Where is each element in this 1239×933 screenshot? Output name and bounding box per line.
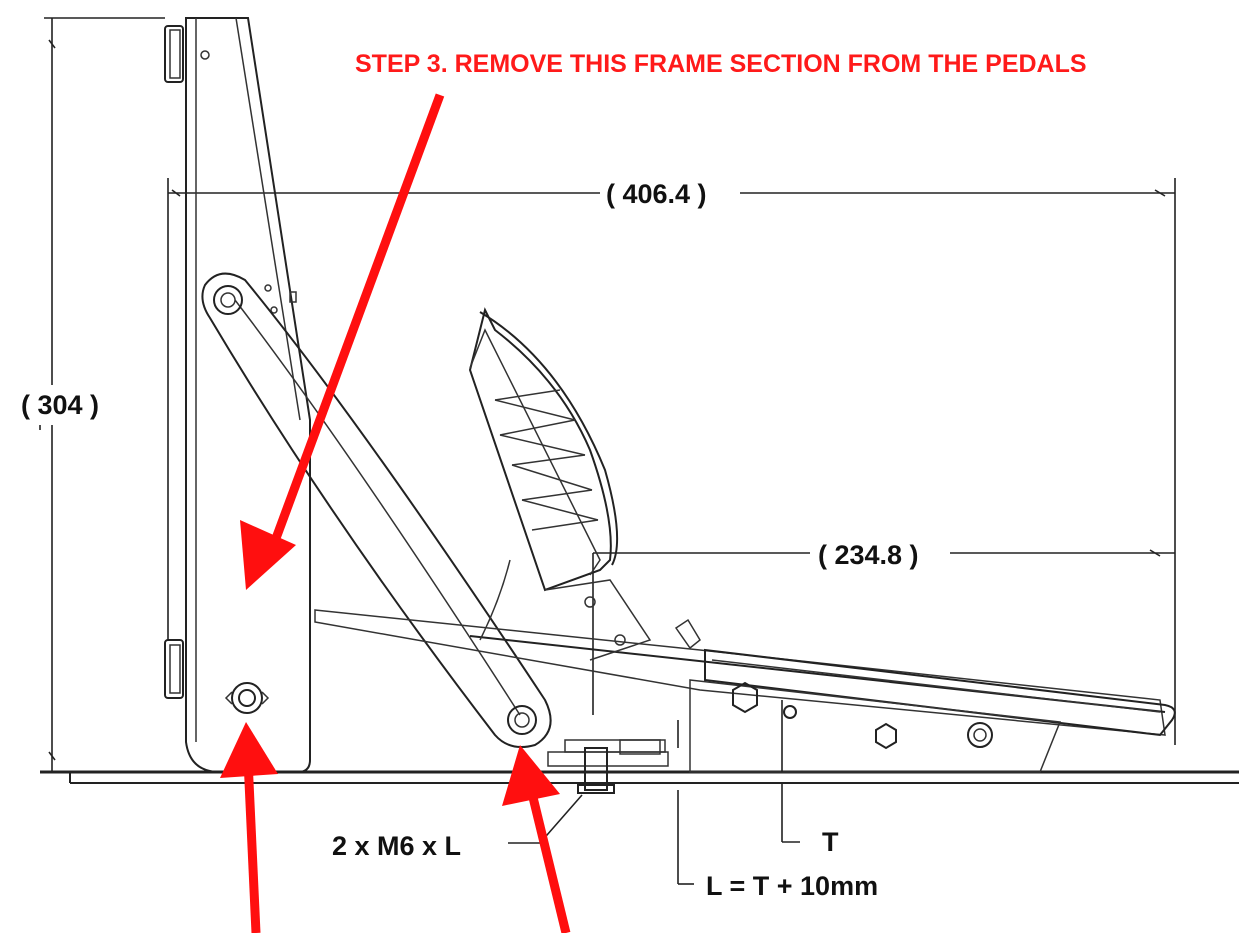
- height-dimension-label: ( 304 ): [21, 390, 99, 420]
- frame-upright: [164, 17, 311, 773]
- callout-leaders: [508, 700, 800, 885]
- diagonal-arm: [201, 272, 552, 748]
- width-dimension: ( 406.4 ): [167, 172, 1176, 745]
- pedal-offset-dimension-label: ( 234.8 ): [818, 540, 919, 570]
- frame-bolt: [224, 682, 270, 714]
- pedal-rail: [314, 609, 1176, 737]
- screw-callout: 2 x M6 x L: [332, 831, 461, 861]
- width-dimension-label: ( 406.4 ): [606, 179, 707, 209]
- length-formula-callout: L = T + 10mm: [706, 871, 878, 901]
- arrow-to-frame: [240, 93, 445, 590]
- step-instruction: STEP 3. REMOVE THIS FRAME SECTION FROM T…: [355, 50, 1087, 78]
- arrow-to-frame-bolt: [220, 722, 278, 933]
- base-plate: [40, 770, 1239, 784]
- screw-fastener: [547, 720, 679, 810]
- height-dimension: ( 304 ): [16, 17, 165, 772]
- thickness-callout: T: [822, 827, 839, 857]
- arrow-to-arm-bolt: [502, 745, 571, 933]
- pedal-assembly: [468, 307, 701, 661]
- pedal-offset-dimension: ( 234.8 ): [592, 534, 1175, 715]
- pedal-housing: [689, 679, 1062, 773]
